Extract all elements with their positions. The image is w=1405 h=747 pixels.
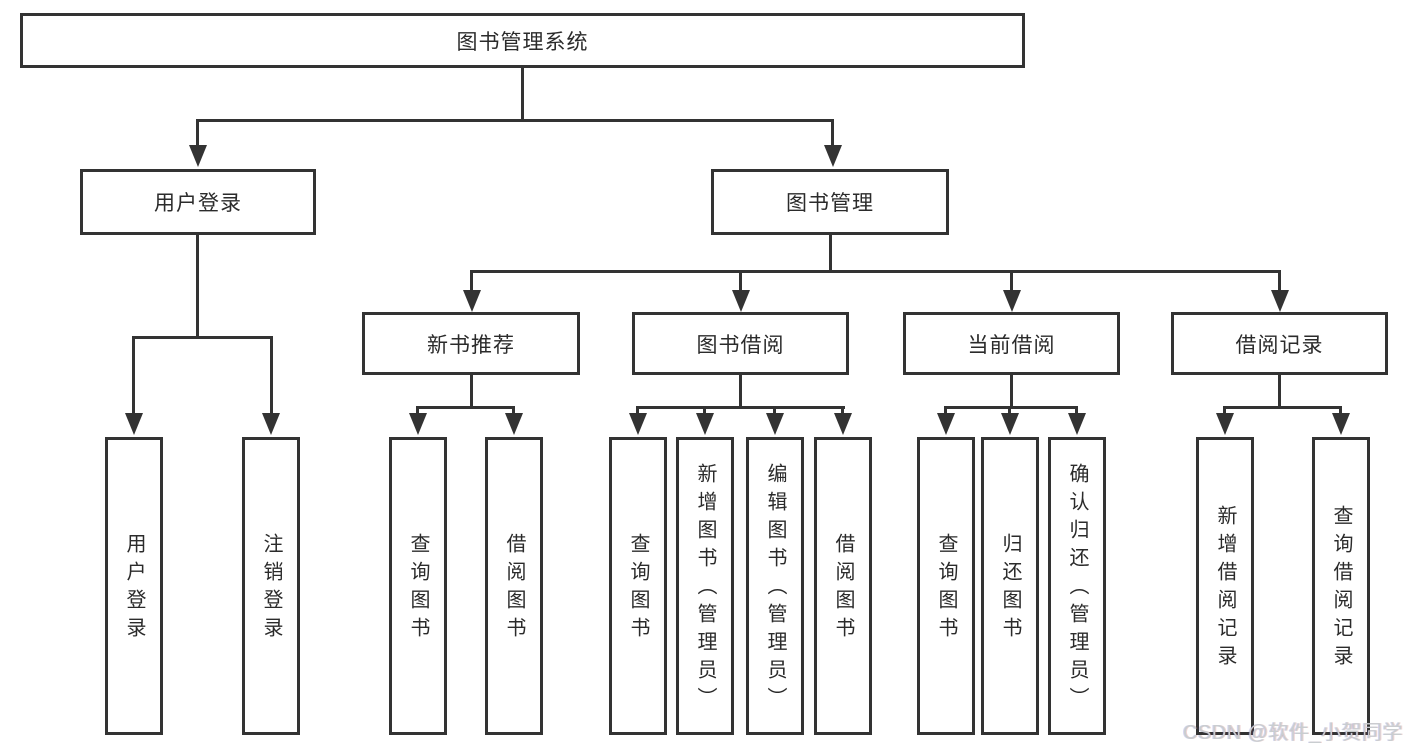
connector-vline [1339,406,1342,415]
connector-hline [416,406,515,409]
arrow-down-icon [1068,413,1086,435]
node-book-borrowing: 图书借阅 [632,312,849,375]
arrow-down-icon [824,145,842,167]
arrow-down-icon [1271,290,1289,312]
arrow-down-icon [125,413,143,435]
leaf-user-login: 用户登录 [105,437,163,735]
connector-hline [470,270,1280,273]
connector-vline [1010,270,1013,292]
node-book-management: 图书管理 [711,169,949,235]
arrow-down-icon [629,413,647,435]
connector-vline [196,235,199,339]
connector-vline [270,336,273,415]
connector-hline [132,336,273,339]
connector-vline [944,406,947,415]
connector-vline [831,119,834,147]
node-book-management-system: 图书管理系统 [20,13,1025,68]
arrow-down-icon [1001,413,1019,435]
node-user-login: 用户登录 [80,169,316,235]
watermark: CSDN @软件_小贺同学 [1183,722,1404,744]
leaf-edit-books-admin: 编辑图书（管理员） [746,437,804,735]
connector-vline [703,406,706,415]
connector-vline [841,406,844,415]
connector-vline [416,406,419,415]
leaf-return-books: 归还图书 [981,437,1039,735]
node-borrowing-records: 借阅记录 [1171,312,1388,375]
leaf-confirm-return-admin: 确认归还（管理员） [1048,437,1106,735]
connector-hline [196,119,834,122]
connector-vline [636,406,639,415]
connector-vline [739,375,742,409]
arrow-down-icon [1003,290,1021,312]
arrow-down-icon [696,413,714,435]
leaf-borrow-books-newrec: 借阅图书 [485,437,543,735]
connector-vline [521,66,524,119]
arrow-down-icon [189,145,207,167]
arrow-down-icon [732,290,750,312]
connector-vline [739,270,742,292]
leaf-add-books-admin: 新增图书（管理员） [676,437,734,735]
connector-vline [1278,270,1281,292]
leaf-logout: 注销登录 [242,437,300,735]
connector-hline [944,406,1078,409]
connector-vline [512,406,515,415]
leaf-query-books-borrow: 查询图书 [609,437,667,735]
leaf-query-borrow-record: 查询借阅记录 [1312,437,1370,735]
arrow-down-icon [262,413,280,435]
connector-vline [829,235,832,273]
connector-vline [773,406,776,415]
connector-vline [1008,406,1011,415]
arrow-down-icon [834,413,852,435]
arrow-down-icon [1332,413,1350,435]
connector-hline [636,406,845,409]
leaf-borrow-books-borrow: 借阅图书 [814,437,872,735]
arrow-down-icon [463,290,481,312]
connector-vline [1075,406,1078,415]
leaf-query-books-current: 查询图书 [917,437,975,735]
arrow-down-icon [766,413,784,435]
node-new-book-recommend: 新书推荐 [362,312,580,375]
connector-vline [1010,375,1013,409]
connector-vline [470,270,473,292]
connector-vline [1223,406,1226,415]
leaf-query-books-newrec: 查询图书 [389,437,447,735]
leaf-add-borrow-record: 新增借阅记录 [1196,437,1254,735]
arrow-down-icon [505,413,523,435]
arrow-down-icon [1216,413,1234,435]
connector-vline [470,375,473,409]
connector-vline [1278,375,1281,409]
arrow-down-icon [937,413,955,435]
connector-vline [132,336,135,415]
arrow-down-icon [409,413,427,435]
connector-hline [1223,406,1342,409]
connector-vline [196,119,199,147]
node-current-borrowing: 当前借阅 [903,312,1120,375]
